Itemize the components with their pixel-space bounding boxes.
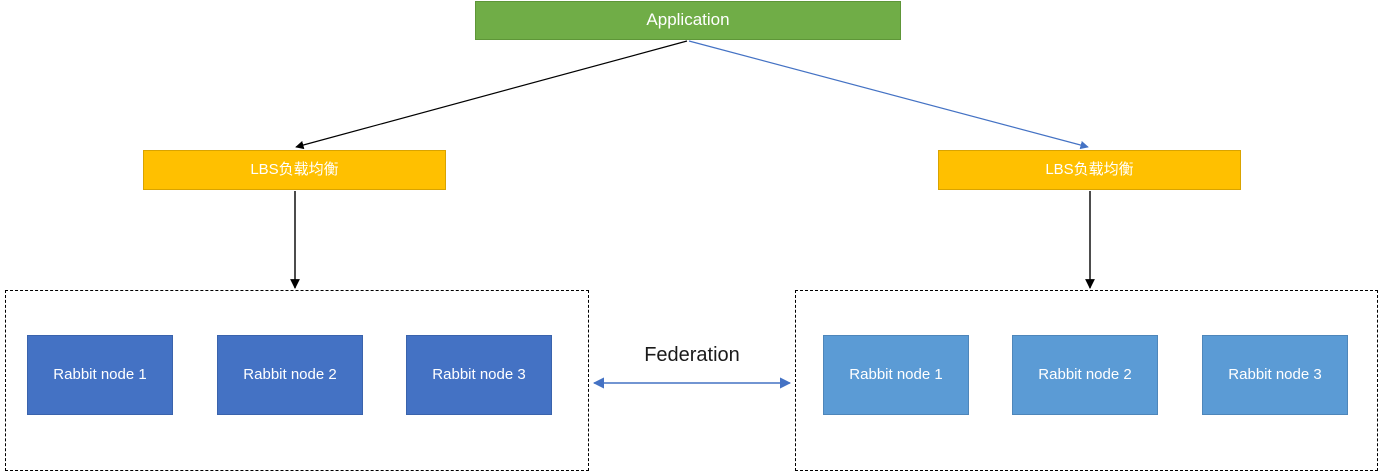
rabbit-node-left-1[interactable]: Rabbit node 1 <box>27 335 173 415</box>
rabbit-node-right-3[interactable]: Rabbit node 3 <box>1202 335 1348 415</box>
rabbit-node-right-1[interactable]: Rabbit node 1 <box>823 335 969 415</box>
federation-label: Federation <box>644 344 740 366</box>
cluster-container-left <box>5 290 589 471</box>
connector-app-to-right-lbs <box>688 40 1089 150</box>
rabbit-node-left-3[interactable]: Rabbit node 3 <box>406 335 552 415</box>
rabbit-node-right-2[interactable]: Rabbit node 2 <box>1012 335 1158 415</box>
cluster-container-right <box>795 290 1378 471</box>
application-box[interactable]: Application <box>475 1 901 40</box>
rabbit-node-left-2[interactable]: Rabbit node 2 <box>217 335 363 415</box>
lbs-box-right[interactable]: LBS负载均衡 <box>938 150 1241 190</box>
lbs-box-left[interactable]: LBS负载均衡 <box>143 150 446 190</box>
connector-app-to-left-lbs <box>295 40 688 150</box>
